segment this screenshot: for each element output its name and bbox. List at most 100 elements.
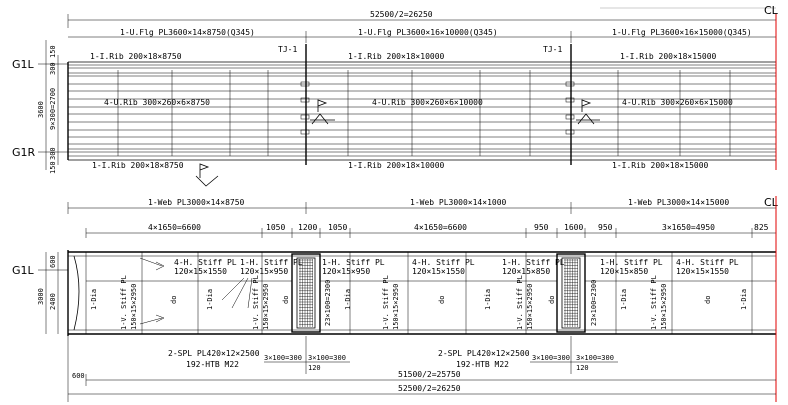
- h-stiff-4-b: 120×15×1550: [412, 267, 465, 276]
- splice-plate-label-1: 2-SPL PL420×12×2500: [168, 349, 260, 358]
- g1l-label-top: G1L: [12, 58, 35, 71]
- v-stiff-5-b: 150×15×2950: [660, 284, 668, 330]
- v-stiff-1-a: 1-V. Stiff PL: [120, 275, 128, 330]
- bottom-rib-3: 1-I.Rib 200×18×15000: [612, 161, 709, 170]
- spacing-dim-10: 825: [754, 223, 769, 232]
- splice-vert-dim-2: 23×100=2300: [590, 280, 598, 326]
- plan-dim-width: 3600: [37, 101, 45, 118]
- spacing-dim-2: 1050: [266, 223, 285, 232]
- spacing-dim-4: 1050: [328, 223, 347, 232]
- do-label-3: do: [438, 296, 446, 304]
- v-stiff-5-a: 1-V. Stiff PL: [650, 275, 658, 330]
- spacing-dim-5: 4×1650=6600: [414, 223, 467, 232]
- dia-label-1: 1-Dia: [90, 289, 98, 310]
- plan-dim-150-top: 150: [49, 45, 57, 58]
- plan-dim-150-bottom: 150: [49, 161, 57, 174]
- do-label-4: do: [548, 296, 556, 304]
- weld-symbols: [195, 99, 600, 187]
- h-stiff-2-a: 1-H. Stiff PL: [240, 258, 303, 267]
- spacing-dim-9: 3×1650=4950: [662, 223, 715, 232]
- spacing-dim-1: 4×1650=6600: [148, 223, 201, 232]
- tj1-label-b: TJ-1: [543, 45, 562, 54]
- do-label-2: do: [282, 296, 290, 304]
- spacing-ticks: [85, 228, 777, 238]
- splice-plate-1: [291, 253, 321, 333]
- bolt-dim-1c: 120: [308, 364, 321, 372]
- do-label-5: do: [704, 296, 712, 304]
- v-stiff-2-b: 150×15×2950: [262, 284, 270, 330]
- v-stiff-1-b: 150×15×2950: [130, 284, 138, 330]
- plan-dim-300-top: 300: [49, 62, 57, 75]
- spacing-dim-8: 950: [598, 223, 613, 232]
- h-stiff-1-a: 4-H. Stiff PL: [174, 258, 237, 267]
- dia-label-6: 1-Dia: [740, 289, 748, 310]
- splice-vert-dim-1: 23×100=2300: [324, 280, 332, 326]
- h-stiff-4-a: 4-H. Stiff PL: [412, 258, 475, 267]
- bolt-grid: [299, 259, 578, 327]
- flange-seg-3: 1-U.Flg PL3600×16×15000(Q345): [612, 28, 752, 37]
- h-stiff-3-a: 1-H. Stiff PL: [322, 258, 385, 267]
- h-stiff-7-b: 120×15×1550: [676, 267, 729, 276]
- dia-label-2: 1-Dia: [206, 289, 214, 310]
- leader-lines: [139, 257, 253, 325]
- bottom-dim-1: 51500/2=25750: [398, 370, 461, 379]
- bottom-dim-2: 52500/2=26250: [398, 384, 461, 393]
- h-stiff-6-b: 120×15×850: [600, 267, 648, 276]
- plan-dim-pitch: 9×300=2700: [49, 88, 57, 130]
- plan-dim-300-bottom: 300: [49, 147, 57, 160]
- h-stiff-7-a: 4-H. Stiff PL: [676, 258, 739, 267]
- elevation-view: 1-Web PL3000×14×8750 1-Web PL3000×14×100…: [12, 196, 779, 402]
- bolt-dim-2b: 3×100=300: [576, 354, 614, 362]
- spacing-dim-7: 1600: [564, 223, 583, 232]
- u-rib-1: 4-U.Rib 300×260×6×8750: [104, 98, 210, 107]
- h-stiff-5-b: 120×15×850: [502, 267, 550, 276]
- plan-view: 52500/2=26250 CL 1-U.Flg PL3600×14×8750(…: [12, 4, 779, 187]
- splice-plate-2: [556, 253, 586, 333]
- plan-overall-dim: 52500/2=26250: [370, 10, 433, 19]
- u-rib-3: 4-U.Rib 300×260×6×15000: [622, 98, 733, 107]
- splice-markers: [300, 81, 575, 135]
- v-stiff-2-a: 1-V. Stiff PL: [252, 275, 260, 330]
- dia-label-4: 1-Dia: [484, 289, 492, 310]
- bolt-dim-2a: 3×100=300: [532, 354, 570, 362]
- v-stiff-4-a: 1-V. Stiff PL: [516, 275, 524, 330]
- top-rib-3: 1-I.Rib 200×18×15000: [620, 52, 717, 61]
- cl-label-bottom: CL: [764, 196, 779, 209]
- u-rib-2: 4-U.Rib 300×260×6×10000: [372, 98, 483, 107]
- web-seg-2: 1-Web PL3000×14×1000: [410, 198, 507, 207]
- dia-label-5: 1-Dia: [620, 289, 628, 310]
- web-seg-3: 1-Web PL3000×14×15000: [628, 198, 729, 207]
- spacing-dim-6: 950: [534, 223, 549, 232]
- h-stiff-2-b: 120×15×950: [240, 267, 288, 276]
- h-stiff-1-b: 120×15×1550: [174, 267, 227, 276]
- top-rib-2: 1-I.Rib 200×18×10000: [348, 52, 445, 61]
- g1l-label-bottom: G1L: [12, 264, 35, 277]
- v-stiff-4-b: 150×15×2950: [526, 284, 534, 330]
- bolts-label-2: 192-HTB M22: [456, 360, 509, 369]
- g1r-label: G1R: [12, 146, 36, 159]
- elev-dim-600-bottom: 600: [72, 372, 85, 380]
- elev-dim-600: 600: [49, 255, 57, 268]
- elev-dim-3000: 3000: [37, 288, 45, 305]
- h-stiff-5-a: 1-H. Stiff PL: [502, 258, 565, 267]
- bottom-rib-1: 1-I.Rib 200×18×8750: [92, 161, 184, 170]
- bottom-rib-2: 1-I.Rib 200×18×10000: [348, 161, 445, 170]
- web-seg-1: 1-Web PL3000×14×8750: [148, 198, 245, 207]
- bolt-dim-1b: 3×100=300: [308, 354, 346, 362]
- splice-plate-label-2: 2-SPL PL420×12×2500: [438, 349, 530, 358]
- do-label-1: do: [170, 296, 178, 304]
- cl-label-top: CL: [764, 4, 779, 17]
- bolts-label-1: 192-HTB M22: [186, 360, 239, 369]
- bolt-dim-1a: 3×100=300: [264, 354, 302, 362]
- elev-dim-2400: 2400: [49, 293, 57, 310]
- v-stiff-3-b: 150×15×2950: [392, 284, 400, 330]
- spacing-dim-3: 1200: [298, 223, 317, 232]
- tj1-label-a: TJ-1: [278, 45, 297, 54]
- top-rib-1: 1-I.Rib 200×18×8750: [90, 52, 182, 61]
- h-stiff-3-b: 120×15×950: [322, 267, 370, 276]
- dia-label-3: 1-Dia: [344, 289, 352, 310]
- elevation-stiffeners: [85, 252, 776, 334]
- flange-seg-2: 1-U.Flg PL3600×16×10000(Q345): [358, 28, 498, 37]
- flange-seg-1: 1-U.Flg PL3600×14×8750(Q345): [120, 28, 255, 37]
